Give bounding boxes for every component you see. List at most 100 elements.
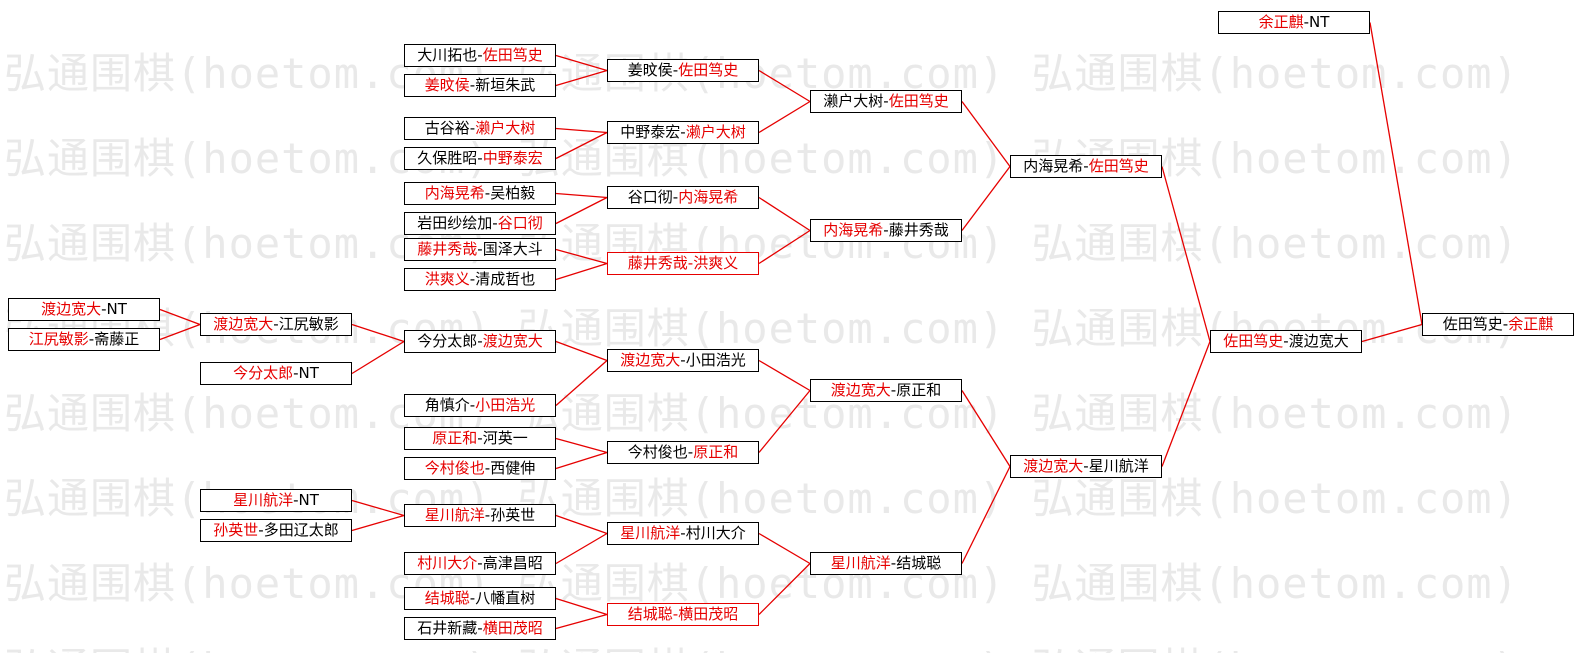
player-name-winner: 佐田笃史 — [482, 46, 543, 64]
match-box-m24: 今村俊也-西健伸 — [404, 457, 556, 480]
connector-line-m14-to-m15 — [961, 166, 1011, 231]
connector-line-m7-to-m15 — [961, 101, 1011, 167]
player-name-winner: 洪爽义 — [693, 254, 739, 272]
player-separator: - — [469, 396, 476, 414]
player-name-loser: 久保胜昭 — [417, 149, 478, 167]
connector-line-m2-to-m3 — [555, 69, 608, 87]
player-separator: - — [1283, 332, 1289, 350]
connector-line-m23-to-m25 — [555, 437, 608, 454]
player-name-winner: 星川航洋 — [620, 524, 681, 542]
player-name-loser: 多田辽太郎 — [263, 521, 339, 539]
match-box-m39: 佐田笃史-余正麒 — [1422, 313, 1574, 336]
player-name-loser: 古谷裕 — [424, 119, 470, 137]
player-separator: - — [672, 61, 679, 79]
connector-line-m22-to-m26 — [758, 359, 811, 392]
connector-line-m24-to-m25 — [555, 451, 608, 470]
player-name-loser: 角慎介 — [424, 396, 470, 414]
match-box-m13: 藤井秀哉-洪爽义 — [607, 252, 759, 275]
watermark-text: 弘通围棋(hoetom.com) 弘通围棋(hoetom.com) 弘通围棋(h… — [4, 219, 1519, 268]
match-box-m20: 今分太郎-渡边宽大 — [404, 330, 556, 353]
player-separator: - — [293, 491, 299, 509]
connector-line-m12-to-m13 — [555, 262, 608, 281]
match-box-m27: 星川航洋-NT — [200, 489, 352, 512]
match-box-m21: 角慎介-小田浩光 — [404, 394, 556, 417]
match-box-m30: 村川大介-高津昌昭 — [404, 552, 556, 575]
player-name-winner: 渡边宽大 — [620, 351, 681, 369]
player-separator: - — [672, 188, 679, 206]
connector-line-m16-to-m18 — [159, 308, 201, 326]
connector-line-m26-to-m36 — [961, 390, 1011, 467]
match-box-m26: 渡边宽大-原正和 — [810, 379, 962, 402]
player-separator: - — [680, 123, 686, 141]
match-box-m16: 渡边宽大-NT — [8, 298, 160, 321]
player-name-loser: 岩田纱绘加 — [417, 214, 493, 232]
player-name-loser: 星川航洋 — [1088, 457, 1149, 475]
match-box-m9: 岩田纱绘加-谷口彻 — [404, 212, 556, 235]
player-name-winner: 星川航洋 — [830, 554, 891, 572]
player-name-loser: 结城聪 — [896, 554, 942, 572]
player-name-loser: 吴柏毅 — [490, 184, 536, 202]
connector-line-m21-to-m22 — [555, 360, 608, 406]
player-name-winner: 小田浩光 — [475, 396, 536, 414]
player-separator: - — [258, 521, 264, 539]
player-name-winner: 江尻敏影 — [28, 330, 89, 348]
match-box-m3: 姜旼侯-佐田笃史 — [607, 59, 759, 82]
connector-line-m29-to-m31 — [555, 514, 608, 535]
connector-line-m1-to-m3 — [555, 54, 608, 72]
player-separator: - — [890, 554, 897, 572]
player-name-loser: 西健伸 — [490, 459, 536, 477]
watermark-text: 弘通围棋(hoetom.com) 弘通围棋(hoetom.com) 弘通围棋(h… — [4, 635, 1519, 653]
player-name-winner: 今村俊也 — [424, 459, 485, 477]
watermark-text: 弘通围棋(hoetom.com) 弘通围棋(hoetom.com) 弘通围棋(h… — [4, 389, 1519, 438]
match-box-m1: 大川拓也-佐田笃史 — [404, 44, 556, 67]
match-box-m8: 内海晃希-吴柏毅 — [404, 182, 556, 205]
player-name-winner: 孙英世 — [213, 521, 259, 539]
match-box-m4: 古谷裕-濑户大树 — [404, 117, 556, 140]
match-box-m19: 今分太郎-NT — [200, 362, 352, 385]
player-name-loser: 村川大介 — [685, 524, 746, 542]
player-name-winner: 濑户大树 — [475, 119, 536, 137]
player-name-winner: 渡边宽大 — [830, 381, 891, 399]
player-separator: - — [484, 184, 491, 202]
player-name-loser: 濑户大树 — [823, 92, 884, 110]
match-box-m34: 结城聪-横田茂昭 — [607, 603, 759, 626]
player-name-loser: 今分太郎 — [417, 332, 478, 350]
player-name-loser: 渡边宽大 — [1288, 332, 1349, 350]
player-name-loser: 清成哲也 — [475, 270, 536, 288]
player-name-winner: 渡边宽大 — [213, 315, 274, 333]
player-separator: - — [1083, 157, 1089, 175]
connector-line-m32-to-m34 — [555, 597, 608, 616]
match-box-m10: 谷口彻-内海晃希 — [607, 186, 759, 209]
player-name-loser: 斋藤正 — [94, 330, 140, 348]
match-box-m31: 星川航洋-村川大介 — [607, 522, 759, 545]
player-name-winner: 洪爽义 — [424, 270, 470, 288]
player-name-loser: 江尻敏影 — [278, 315, 339, 333]
player-name-winner: 渡边宽大 — [41, 300, 102, 318]
player-name-winner: 结城聪 — [627, 605, 673, 623]
player-name-winner: 余正麒 — [1508, 315, 1554, 333]
player-name-loser: 中野泰宏 — [620, 123, 681, 141]
player-separator: - — [293, 364, 299, 382]
player-name-winner: 内海晃希 — [823, 221, 884, 239]
player-name-loser: 河英一 — [482, 429, 528, 447]
connector-line-m3-to-m7 — [758, 69, 811, 103]
connector-line-m31-to-m35 — [758, 532, 811, 565]
player-name-loser: 新垣朱武 — [475, 76, 536, 94]
player-name-winner: 星川航洋 — [233, 491, 294, 509]
player-name-winner: 村川大介 — [417, 554, 478, 572]
player-name-loser: 八幡直树 — [475, 589, 536, 607]
player-name-loser: NT — [1309, 13, 1330, 31]
connector-line-m4-to-m6 — [555, 127, 608, 134]
player-separator: - — [88, 330, 95, 348]
player-name-winner: 余正麒 — [1258, 13, 1304, 31]
player-separator: - — [469, 119, 476, 137]
player-separator: - — [469, 76, 476, 94]
player-name-winner: 佐田笃史 — [888, 92, 949, 110]
player-name-winner: 横田茂昭 — [678, 605, 739, 623]
player-name-winner: 藤井秀哉 — [417, 240, 478, 258]
player-name-loser: 姜旼侯 — [627, 61, 673, 79]
player-separator: - — [484, 459, 491, 477]
match-box-m12: 洪爽义-清成哲也 — [404, 268, 556, 291]
match-box-m35: 星川航洋-结城聪 — [810, 552, 962, 575]
